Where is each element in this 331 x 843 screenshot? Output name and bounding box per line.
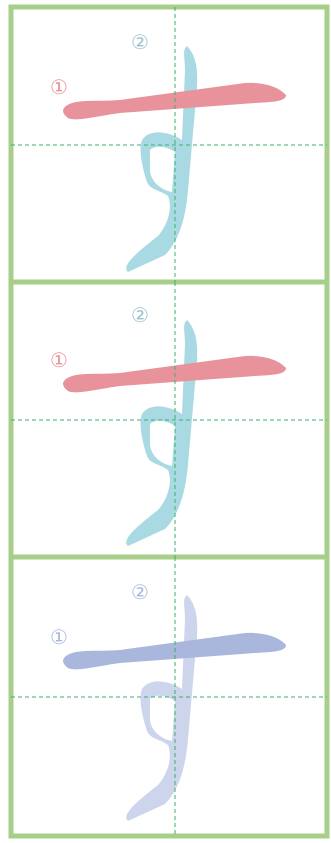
panel-3: ① ② <box>11 557 327 836</box>
panel-2: ① ② <box>11 282 327 557</box>
stroke-1-marker: ① <box>50 348 68 372</box>
stroke-1-marker: ① <box>50 625 68 649</box>
stroke-1-marker: ① <box>50 75 68 99</box>
stroke-2-marker: ② <box>131 580 149 604</box>
stroke-2-marker: ② <box>131 303 149 327</box>
panel-1: ① ② <box>11 7 327 282</box>
stroke-2-marker: ② <box>131 30 149 54</box>
